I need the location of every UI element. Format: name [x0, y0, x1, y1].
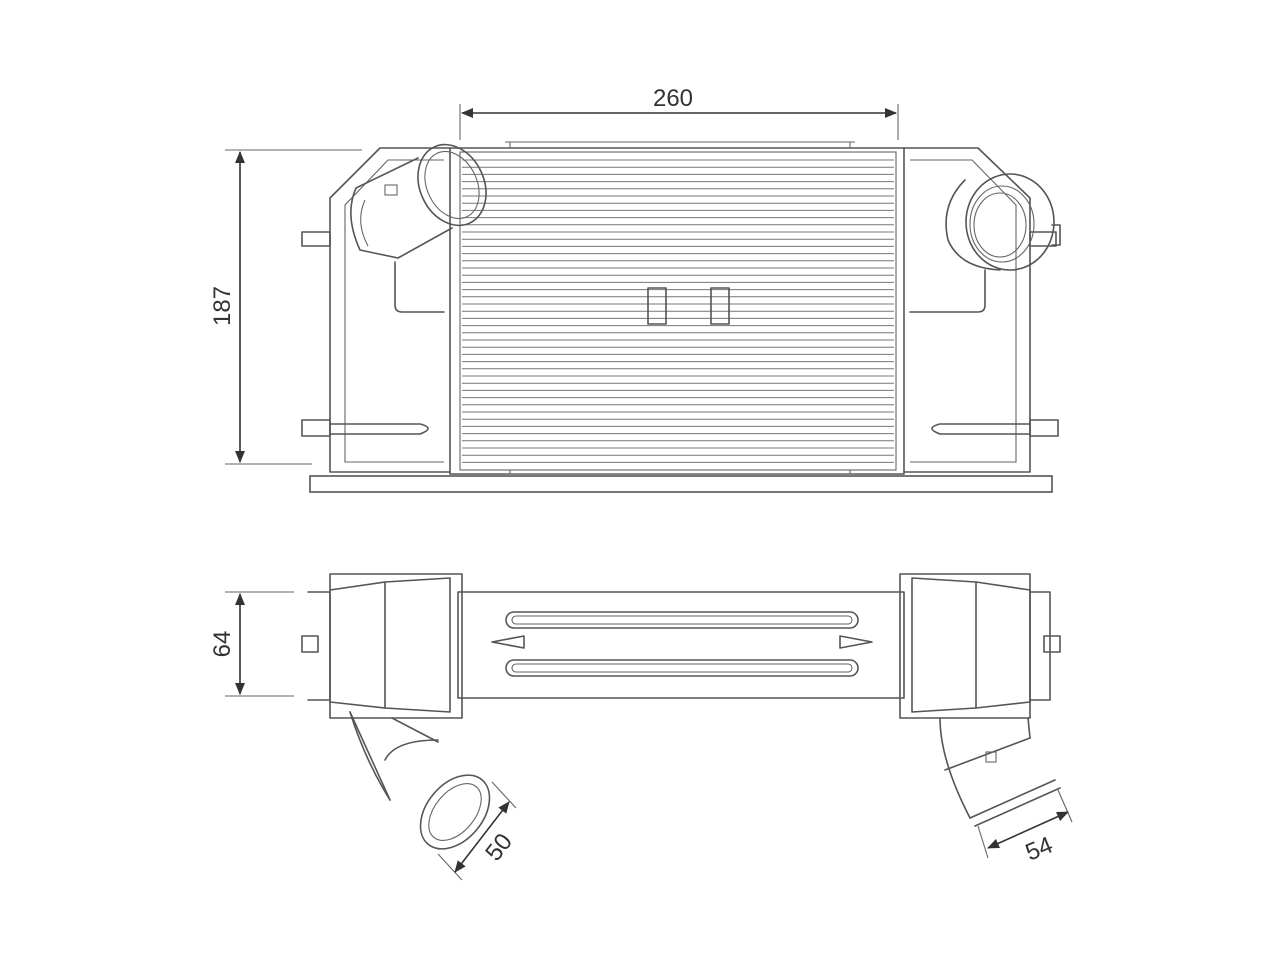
center-clip-left: [647, 287, 667, 325]
dimension-inlet-label: 50: [480, 829, 518, 867]
dimension-depth-label: 64: [209, 631, 236, 658]
base-plate: [309, 475, 1053, 493]
dimension-inlet: 50: [437, 781, 518, 881]
center-clip-right: [710, 287, 730, 325]
slot-lower: [505, 659, 859, 677]
bottom-view: [301, 573, 1061, 850]
outlet-pipe-front: [945, 173, 1061, 271]
dimension-outlet-label: 54: [1022, 832, 1057, 867]
dimension-height-label: 187: [209, 286, 236, 326]
right-tank: [903, 147, 1059, 473]
core-fins: [462, 159, 894, 463]
outlet-pipe-top: [939, 717, 1061, 827]
right-tank-top: [899, 573, 1061, 719]
left-tank: [301, 147, 451, 473]
left-tank-top: [301, 573, 463, 719]
dimension-width: 260: [459, 85, 899, 140]
dimension-outlet: 54: [977, 789, 1073, 867]
dimension-width-label: 260: [653, 85, 693, 112]
core-top-view: [457, 591, 905, 699]
inlet-pipe-front: [350, 143, 487, 259]
front-view: [301, 141, 1061, 493]
core-inner: [459, 151, 897, 471]
dimension-depth: 64: [209, 591, 294, 697]
dimension-height: 187: [209, 149, 362, 465]
slot-upper: [505, 611, 859, 629]
